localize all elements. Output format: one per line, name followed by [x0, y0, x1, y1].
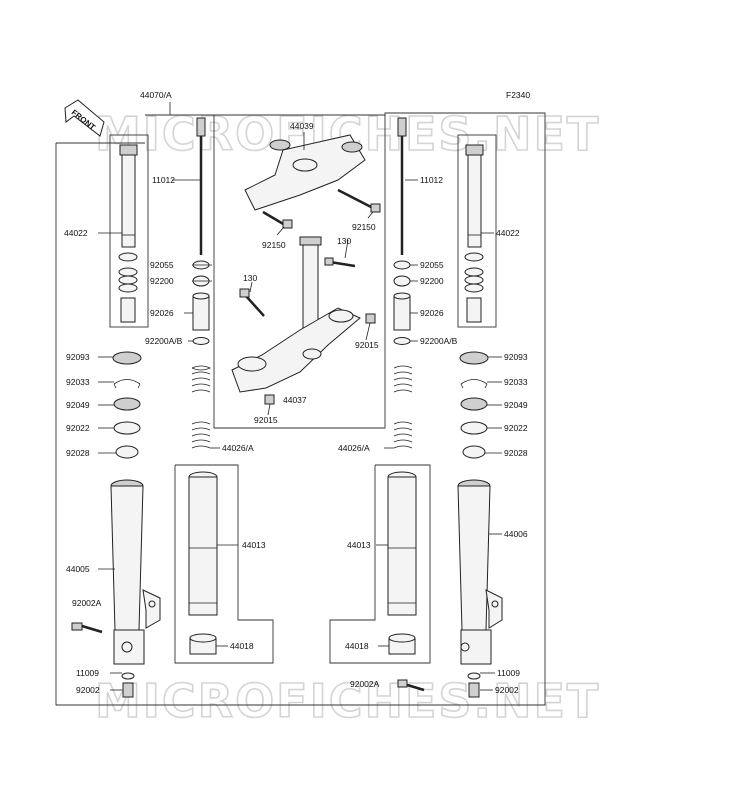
label-92026-right: 92026 [420, 308, 444, 318]
left-upper-parts-frame [109, 134, 149, 328]
bolt-92002-right [468, 682, 480, 698]
label-92200-right: 92200 [420, 276, 444, 286]
label-44037: 44037 [283, 395, 307, 405]
oil-seal-right [460, 397, 488, 411]
label-44026A-left: 44026/A [222, 443, 254, 453]
washer-11009-right [467, 672, 481, 680]
label-11009-left: 11009 [76, 668, 99, 678]
label-92002A-right: 92002A [350, 679, 380, 689]
label-11009-right: 11009 [497, 668, 520, 678]
o-ring-92055-right [393, 260, 411, 270]
label-11012-right: 11012 [420, 175, 443, 185]
inner-tube-left [188, 471, 218, 616]
label-92002-left: 92002 [76, 685, 100, 695]
label-92033-right: 92033 [504, 377, 528, 387]
label-92200AB-right: 92200A/B [420, 336, 458, 346]
label-92150-a: 92150 [262, 240, 286, 250]
label-92150-b: 92150 [352, 222, 376, 232]
bolt-92150-b [337, 188, 381, 213]
small-spring-right [464, 252, 484, 323]
label-92026-left: 92026 [150, 308, 174, 318]
bushing-92028-left [115, 445, 139, 459]
dust-seal-left [112, 351, 142, 365]
upper-triple-clamp [244, 134, 366, 211]
label-92028-left: 92028 [66, 448, 90, 458]
label-92002-right: 92002 [495, 685, 519, 695]
bolt-92002A-right [397, 679, 425, 692]
washer-92022-left [113, 421, 141, 435]
label-92002A-left: 92002A [72, 598, 102, 608]
nut-92015-a [365, 313, 376, 324]
washer-11009-left [121, 672, 135, 680]
label-130-a: 130 [337, 236, 351, 246]
label-92093-right: 92093 [504, 352, 528, 362]
right-upper-parts-frame [457, 134, 497, 328]
left-inner-tube-frame [174, 464, 274, 664]
label-92055-right: 92055 [420, 260, 444, 270]
label-92049-right: 92049 [504, 400, 528, 410]
label-92200AB-left: 92200A/B [145, 336, 183, 346]
front-arrow-icon: FRONT [64, 99, 105, 137]
outer-frame [55, 112, 546, 706]
label-44022-right: 44022 [496, 228, 520, 238]
watermark-bottom: MICROFICHES.NET [95, 674, 600, 728]
label-11012-left: 11012 [152, 175, 175, 185]
label-44013-left: 44013 [242, 540, 266, 550]
fork-spring-left [191, 365, 211, 449]
label-44070A: 44070/A [140, 90, 172, 100]
steering-stem [299, 236, 322, 343]
nut-92015-b [264, 394, 275, 405]
washer-92022-right [460, 421, 488, 435]
oil-seal-left [113, 397, 141, 411]
dust-seal-right [459, 351, 489, 365]
circlip-left [113, 379, 141, 389]
label-92093-left: 92093 [66, 352, 90, 362]
bolt-130-b [239, 288, 265, 317]
bolt-92002-left [122, 682, 134, 698]
lower-triple-clamp [231, 307, 361, 393]
label-92022-right: 92022 [504, 423, 528, 433]
washer-92200AB-left [192, 337, 210, 345]
label-44022-left: 44022 [64, 228, 88, 238]
label-44026A-right: 44026/A [338, 443, 370, 453]
fork-spring-right [393, 365, 413, 449]
figure-code: F2340 [506, 90, 530, 100]
label-92015-a: 92015 [355, 340, 379, 350]
center-frame [213, 115, 386, 429]
circlip-right [460, 379, 488, 389]
leader-lines [98, 132, 502, 691]
small-spring-left [118, 252, 138, 323]
outer-tube-right [457, 479, 503, 665]
right-inner-tube-frame [329, 464, 431, 664]
bolt-92150-a [262, 210, 293, 229]
bolt-130-a [324, 257, 356, 268]
fork-tube-left [121, 144, 136, 248]
label-44005: 44005 [66, 564, 90, 574]
label-44018-right: 44018 [345, 641, 369, 651]
label-44018-left: 44018 [230, 641, 254, 651]
label-44013-right: 44013 [347, 540, 371, 550]
collar-92026-left [192, 295, 210, 331]
label-92055-left: 92055 [150, 260, 174, 270]
collar-92026-right [393, 295, 411, 331]
washer-92200AB-right [393, 337, 411, 345]
label-44006: 44006 [504, 529, 528, 539]
label-92022-left: 92022 [66, 423, 90, 433]
label-92200-left: 92200 [150, 276, 174, 286]
outer-tube-left [110, 479, 161, 665]
washer-92200-right [393, 275, 411, 287]
bushing-92028-right [462, 445, 486, 459]
fork-tube-right [467, 144, 482, 248]
label-92033-left: 92033 [66, 377, 90, 387]
label-92015-b: 92015 [254, 415, 278, 425]
inner-tube-right [387, 471, 417, 616]
label-44039: 44039 [290, 121, 314, 131]
label-92028-right: 92028 [504, 448, 528, 458]
bolt-92002A-left [71, 622, 103, 634]
label-130-b: 130 [243, 273, 257, 283]
label-92049-left: 92049 [66, 400, 90, 410]
